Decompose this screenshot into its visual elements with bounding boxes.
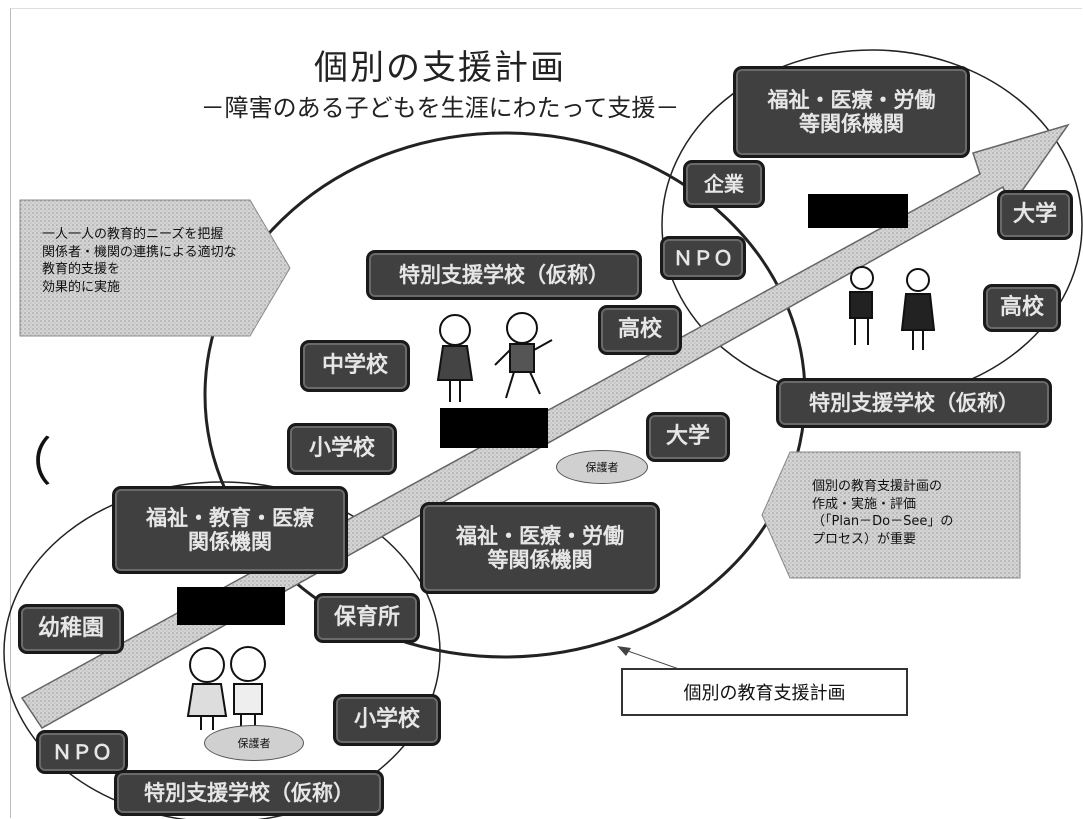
left-callout-shape	[19, 199, 291, 337]
left-callout-line: 効果的に実施	[42, 279, 121, 295]
special-school-box-middle: 特別支援学校（仮称）	[366, 250, 642, 300]
right-callout-line: 作成・実施・評価	[812, 496, 917, 512]
diagram-subtitle: －障害のある子どもを生涯にわたって支援－	[200, 94, 680, 122]
elementary-box-middle: 小学校	[287, 423, 397, 475]
welfare-agencies-box-top: 福祉・医療・労働 等関係機関	[733, 66, 970, 158]
redaction-bar	[440, 408, 548, 448]
right-callout-line: プロセス）が重要	[812, 531, 917, 547]
right-callout-line: 個別の教育支援計画の	[812, 479, 943, 494]
left-callout-line: 関係者・機関の連携による適切な教育的支援を	[42, 244, 237, 278]
box-line: 福祉・医療・労働	[767, 87, 936, 112]
box-line: 等関係機関	[799, 112, 904, 136]
junior-high-box: 中学校	[300, 340, 410, 392]
box-line: 福祉・教育・医療	[146, 505, 314, 530]
guardian-oval-middle: 保護者	[556, 450, 648, 484]
welfare-agencies-box-bottom: 福祉・教育・医療 関係機関	[112, 486, 348, 574]
school-children-icon	[436, 312, 553, 402]
box-line: 等関係機関	[487, 548, 593, 572]
left-callout-line: 一人一人の教育的ニーズを把握	[42, 227, 224, 242]
iep-legend-label: 個別の教育支援計画	[621, 668, 908, 716]
university-box-top: 大学	[997, 190, 1073, 240]
right-callout: 個別の教育支援計画の 作成・実施・評価 （「Plan－Do－See」の プロセス…	[800, 464, 1015, 574]
special-school-box-top: 特別支援学校（仮称）	[776, 378, 1052, 428]
high-school-box-top: 高校	[983, 284, 1061, 332]
guardian-oval-bottom: 保護者	[204, 725, 304, 761]
redaction-bar	[808, 194, 908, 228]
right-callout-shape	[761, 451, 1021, 579]
high-school-box-middle: 高校	[598, 305, 682, 355]
university-box-middle: 大学	[646, 412, 730, 462]
legend-pointer-head	[617, 646, 631, 656]
welfare-agencies-box-middle: 福祉・医療・労働 等関係機関	[420, 502, 660, 594]
box-line: 関係機関	[188, 530, 272, 554]
left-paren-mark: （	[0, 433, 53, 493]
page-frame	[10, 8, 1082, 818]
young-children-icon	[186, 646, 266, 730]
nursery-box: 保育所	[314, 593, 420, 643]
diagram-title: 個別の支援計画	[314, 48, 566, 88]
npo-box-bottom: ＮＰＯ	[36, 730, 128, 774]
box-line: 福祉・医療・労働	[456, 523, 624, 548]
left-callout: 一人一人の教育的ニーズを把握 関係者・機関の連携による適切な教育的支援を 効果的…	[30, 212, 260, 336]
redaction-bar	[177, 587, 285, 625]
right-callout-line: （「Plan－Do－See」の	[812, 514, 954, 530]
company-box: 企業	[683, 160, 765, 208]
kindergarten-box: 幼稚園	[18, 604, 124, 654]
stage-circle-bottom	[3, 481, 441, 819]
special-school-box-bottom: 特別支援学校（仮称）	[114, 770, 384, 816]
adult-figures-icon	[849, 266, 936, 350]
npo-box-top: ＮＰＯ	[660, 236, 746, 280]
elementary-box-bottom: 小学校	[333, 694, 441, 746]
